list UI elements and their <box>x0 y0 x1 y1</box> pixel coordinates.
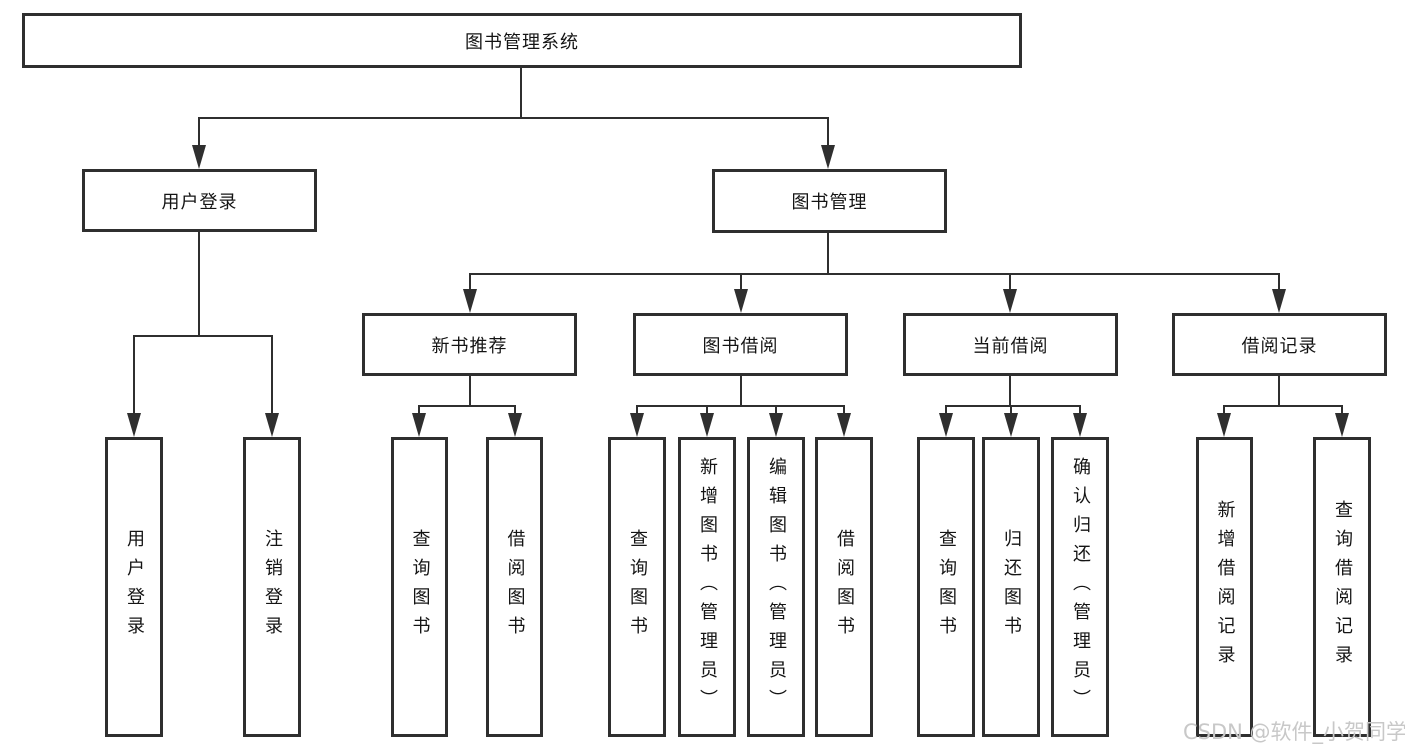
connector-drop-g4-2 <box>1010 405 1012 413</box>
leaf-add-borrow-record-label: 新增借阅记录 <box>1214 500 1236 674</box>
leaf-borrow-query-books-label: 查询图书 <box>627 529 648 645</box>
node-new-book-recommend: 新书推荐 <box>362 313 577 376</box>
connector-drop-current-borrow <box>1009 273 1011 289</box>
node-current-borrow: 当前借阅 <box>903 313 1118 376</box>
node-book-management: 图书管理 <box>712 169 947 233</box>
connector-drop-g3-3 <box>775 405 777 413</box>
connector-drop-g2-2 <box>514 405 516 413</box>
arrow-book-borrow <box>734 289 748 313</box>
connector-drop-book-mgmt <box>827 117 829 145</box>
connector-user-login-hline <box>133 335 273 337</box>
leaf-recommend-query-books-label: 查询图书 <box>409 529 431 645</box>
arrow-g4-2 <box>1004 413 1018 437</box>
connector-drop-new-book <box>469 273 471 289</box>
connector-book-borrow-hline <box>636 405 845 407</box>
connector-drop-g5-1 <box>1223 405 1225 413</box>
arrow-g3-3 <box>769 413 783 437</box>
node-book-borrow-label: 图书借阅 <box>702 335 779 357</box>
leaf-return-books-label: 归还图书 <box>1001 529 1022 645</box>
node-book-management-label: 图书管理 <box>791 192 868 213</box>
connector-new-book-stub <box>469 376 471 405</box>
node-user-login-label: 用户登录 <box>161 191 238 213</box>
leaf-borrow-query-books: 查询图书 <box>608 437 666 737</box>
connector-book-mgmt-stub <box>827 233 829 273</box>
arrow-borrow-records <box>1272 289 1286 313</box>
arrow-g2-2 <box>508 413 522 437</box>
leaf-logout-label: 注销登录 <box>262 529 283 645</box>
node-user-login: 用户登录 <box>82 169 317 232</box>
connector-level3-hline <box>469 273 1279 275</box>
connector-drop-g3-1 <box>636 405 638 413</box>
connector-root-stub <box>520 68 522 117</box>
leaf-user-login: 用户登录 <box>105 437 163 737</box>
arrow-leaf-logout <box>265 413 279 437</box>
arrow-g3-2 <box>700 413 714 437</box>
arrow-current-borrow <box>1003 289 1017 313</box>
connector-drop-borrow-records <box>1278 273 1280 289</box>
connector-new-book-hline <box>418 405 516 407</box>
arrow-g5-2 <box>1335 413 1349 437</box>
leaf-query-borrow-record: 查询借阅记录 <box>1313 437 1371 737</box>
leaf-query-borrow-record-label: 查询借阅记录 <box>1332 500 1353 674</box>
connector-current-borrow-hline <box>945 405 1081 407</box>
connector-level2-hline <box>198 117 829 119</box>
connector-borrow-records-hline <box>1223 405 1343 407</box>
leaf-borrow-borrow-books: 借阅图书 <box>815 437 873 737</box>
node-book-borrow: 图书借阅 <box>633 313 848 376</box>
leaf-add-book-admin: 新增图书（管理员） <box>678 437 736 737</box>
connector-drop-g3-4 <box>843 405 845 413</box>
watermark-text: CSDN @软件_小贺同学 <box>1183 720 1405 744</box>
arrow-user-login <box>192 145 206 169</box>
node-borrow-records: 借阅记录 <box>1172 313 1387 376</box>
leaf-logout: 注销登录 <box>243 437 301 737</box>
connector-drop-g5-2 <box>1341 405 1343 413</box>
node-new-book-recommend-label: 新书推荐 <box>431 335 508 357</box>
leaf-confirm-return-admin: 确认归还（管理员） <box>1051 437 1109 737</box>
leaf-recommend-query-books: 查询图书 <box>391 437 448 737</box>
leaf-borrow-borrow-books-label: 借阅图书 <box>834 529 855 645</box>
connector-drop-g4-1 <box>945 405 947 413</box>
leaf-edit-book-admin: 编辑图书（管理员） <box>747 437 805 737</box>
connector-drop-g3-2 <box>706 405 708 413</box>
leaf-recommend-borrow-books: 借阅图书 <box>486 437 543 737</box>
arrow-g3-4 <box>837 413 851 437</box>
connector-drop-leaf-login <box>133 335 135 413</box>
arrow-leaf-login <box>127 413 141 437</box>
connector-drop-g2-1 <box>418 405 420 413</box>
arrow-g4-3 <box>1073 413 1087 437</box>
leaf-user-login-label: 用户登录 <box>124 529 145 645</box>
arrow-new-book <box>463 289 477 313</box>
connector-current-borrow-stub <box>1009 376 1011 405</box>
arrow-g4-1 <box>939 413 953 437</box>
node-current-borrow-label: 当前借阅 <box>972 335 1049 357</box>
leaf-current-query-books: 查询图书 <box>917 437 975 737</box>
connector-drop-leaf-logout <box>271 335 273 413</box>
arrow-book-mgmt <box>821 145 835 169</box>
node-root: 图书管理系统 <box>22 13 1022 68</box>
arrow-g3-1 <box>630 413 644 437</box>
connector-user-login-stub <box>198 232 200 335</box>
arrow-g5-1 <box>1217 413 1231 437</box>
connector-drop-book-borrow <box>740 273 742 289</box>
connector-borrow-records-stub <box>1278 376 1280 405</box>
arrow-g2-1 <box>412 413 426 437</box>
leaf-edit-book-admin-label: 编辑图书（管理员） <box>766 456 787 718</box>
leaf-add-borrow-record: 新增借阅记录 <box>1196 437 1253 737</box>
node-borrow-records-label: 借阅记录 <box>1241 335 1318 357</box>
connector-drop-user-login <box>198 117 200 145</box>
leaf-current-query-books-label: 查询图书 <box>936 529 957 645</box>
connector-book-borrow-stub <box>740 376 742 405</box>
node-root-label: 图书管理系统 <box>465 31 579 53</box>
leaf-recommend-borrow-books-label: 借阅图书 <box>504 529 526 645</box>
connector-drop-g4-3 <box>1079 405 1081 413</box>
leaf-add-book-admin-label: 新增图书（管理员） <box>697 456 718 718</box>
leaf-confirm-return-admin-label: 确认归还（管理员） <box>1070 456 1091 718</box>
leaf-return-books: 归还图书 <box>982 437 1040 737</box>
